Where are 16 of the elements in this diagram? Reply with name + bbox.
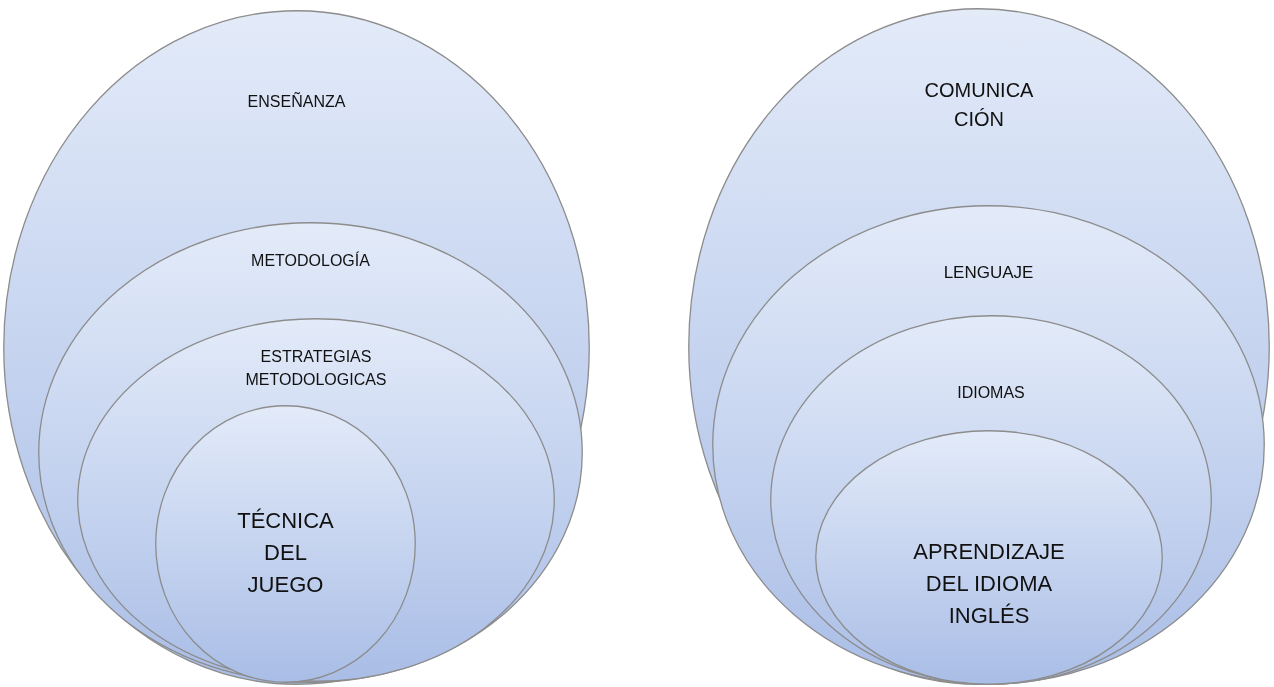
ellipse-shape — [155, 405, 416, 683]
ellipse-shape — [38, 222, 583, 683]
ellipse-label: LENGUAJE — [942, 262, 1035, 284]
ellipse-label: COMUNICA CIÓN — [923, 78, 1035, 132]
ellipse-label: ENSEÑANZA — [246, 91, 347, 112]
ellipse-shape — [712, 205, 1265, 685]
ellipse-label: ESTRATEGIAS METODOLOGICAS — [244, 347, 388, 391]
ellipse-shape — [815, 430, 1163, 685]
ellipse-shape — [77, 318, 555, 682]
ellipse-label: APRENDIZAJE DEL IDIOMA INGLÉS — [912, 538, 1066, 630]
ellipse-label: METODOLOGÍA — [250, 250, 371, 271]
ellipse-shape — [688, 8, 1270, 685]
ellipse-shape — [3, 10, 590, 685]
ellipse-label: TÉCNICA DEL JUEGO — [236, 507, 335, 599]
ellipse-label: IDIOMAS — [956, 383, 1026, 403]
ellipse-shape — [770, 315, 1212, 685]
